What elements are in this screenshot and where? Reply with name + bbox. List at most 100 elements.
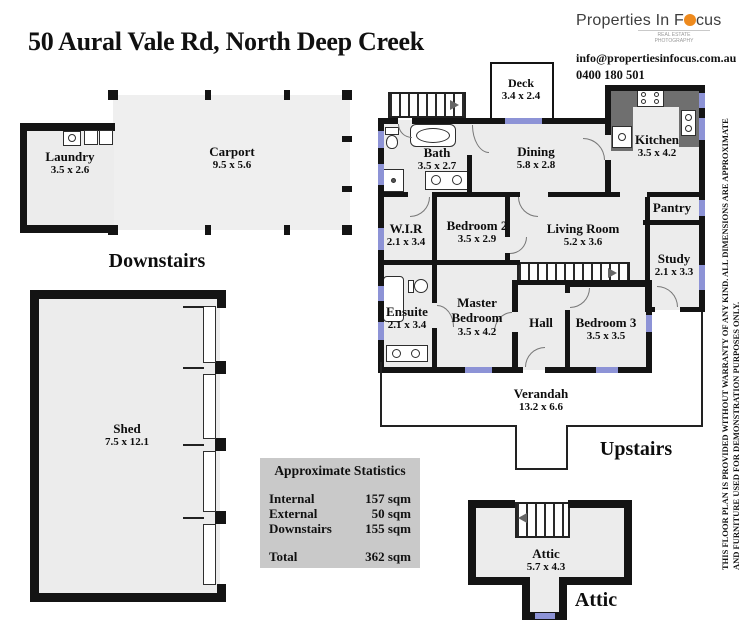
stairs-direction-arrow bbox=[450, 100, 459, 110]
shower-drain-icon bbox=[391, 178, 396, 183]
focus-aperture-icon bbox=[683, 14, 696, 26]
shed-door bbox=[203, 451, 216, 512]
carport-post bbox=[205, 90, 211, 100]
room-dims: 3.5 x 4.2 bbox=[457, 325, 497, 338]
wall bbox=[215, 361, 226, 374]
wall bbox=[605, 85, 611, 135]
room-label-bath: Bath 3.5 x 2.7 bbox=[405, 145, 469, 173]
wall bbox=[645, 197, 650, 312]
room-label-wir: W.I.R 2.1 x 3.4 bbox=[376, 221, 436, 249]
stat-value: 155 sqm bbox=[365, 521, 411, 536]
appliance-knob-icon bbox=[618, 133, 626, 141]
wall bbox=[215, 511, 226, 524]
verandah-outline bbox=[701, 312, 703, 427]
stat-label: Downstairs bbox=[269, 521, 332, 536]
brand-email: info@propertiesinfocus.com.au bbox=[576, 51, 737, 65]
room-label-living: Living Room 5.2 x 3.6 bbox=[540, 221, 626, 249]
wall bbox=[699, 85, 705, 197]
verandah-outline bbox=[380, 362, 382, 427]
wall bbox=[647, 192, 703, 197]
wall bbox=[467, 155, 472, 197]
stairs-direction-arrow bbox=[518, 513, 527, 523]
window bbox=[699, 118, 705, 140]
room-label-deck: Deck 3.4 x 2.4 bbox=[489, 76, 553, 103]
room-dims: 5.2 x 3.6 bbox=[563, 236, 603, 249]
room-dims: 3.5 x 4.2 bbox=[637, 147, 677, 160]
carport-post bbox=[108, 225, 118, 235]
disclaimer-line2: AND FURNITURE USED FOR DEMONSTRATION PUR… bbox=[730, 301, 741, 570]
shed-door-track bbox=[183, 517, 204, 519]
floor-label-upstairs: Upstairs bbox=[599, 438, 673, 460]
room-name: Bath bbox=[423, 145, 451, 160]
room-label-hall: Hall bbox=[529, 315, 553, 330]
wall bbox=[468, 500, 515, 508]
shed-door-track bbox=[183, 367, 204, 369]
room-name: Bedroom 2 bbox=[446, 218, 508, 233]
burner-icon bbox=[641, 92, 646, 97]
sink-icon bbox=[681, 110, 696, 136]
window bbox=[699, 265, 705, 290]
verandah-outline bbox=[566, 425, 703, 427]
room-label-pantry: Pantry bbox=[652, 200, 692, 215]
room-name: Verandah bbox=[513, 386, 569, 401]
window bbox=[378, 322, 384, 340]
room-name: Bedroom 3 bbox=[575, 315, 637, 330]
wall bbox=[512, 283, 518, 312]
room-label-dining: Dining 5.8 x 2.8 bbox=[501, 144, 571, 172]
carport-area bbox=[113, 95, 350, 230]
brand-name-pre: Properties In F bbox=[576, 12, 684, 29]
carport-post bbox=[284, 225, 290, 235]
brand-phone: 0400 180 501 bbox=[576, 68, 645, 82]
wall bbox=[505, 197, 510, 237]
room-name: Laundry bbox=[45, 149, 95, 164]
vanity-sink-icon bbox=[431, 175, 441, 185]
room-name: Study bbox=[657, 251, 691, 266]
stat-row: External 50 sqm bbox=[260, 506, 420, 521]
deck-area bbox=[490, 62, 554, 122]
window bbox=[465, 367, 492, 373]
floor-label-downstairs: Downstairs bbox=[108, 250, 206, 272]
brand-name-post: cus bbox=[695, 12, 722, 29]
wall bbox=[217, 584, 226, 602]
floor-label-attic: Attic bbox=[574, 589, 618, 611]
wall bbox=[605, 85, 705, 91]
wall bbox=[559, 577, 567, 620]
room-label-study: Study 2.1 x 3.3 bbox=[646, 251, 702, 279]
burner-icon bbox=[654, 99, 659, 104]
verandah-steps-outline bbox=[515, 425, 517, 470]
wall bbox=[565, 287, 570, 293]
room-dims: 7.5 x 12.1 bbox=[105, 436, 149, 449]
verandah-steps-outline bbox=[515, 468, 568, 470]
wall bbox=[565, 310, 570, 371]
room-dims: 3.5 x 3.5 bbox=[586, 330, 626, 343]
window bbox=[378, 131, 384, 148]
room-label-shed: Shed 7.5 x 12.1 bbox=[89, 421, 165, 449]
wall bbox=[380, 367, 523, 373]
window bbox=[646, 315, 652, 332]
room-dims: 3.5 x 2.7 bbox=[417, 160, 457, 173]
room-name: Attic bbox=[532, 546, 560, 561]
wall bbox=[567, 577, 632, 585]
stairs-direction-arrow bbox=[608, 268, 617, 278]
page-title: 50 Aural Vale Rd, North Deep Creek bbox=[28, 27, 424, 56]
room-name: Deck bbox=[508, 76, 534, 90]
room-dims: 5.8 x 2.8 bbox=[516, 159, 556, 172]
stat-label: External bbox=[269, 506, 318, 521]
room-label-ensuite: Ensuite 2.1 x 3.4 bbox=[377, 304, 437, 332]
carport-post bbox=[108, 90, 118, 100]
stat-value: 50 sqm bbox=[371, 506, 411, 521]
window bbox=[378, 286, 384, 301]
external-stairs bbox=[388, 92, 466, 118]
wall bbox=[432, 197, 437, 260]
room-label-carport: Carport 9.5 x 5.6 bbox=[194, 144, 270, 172]
room-name: Shed bbox=[113, 421, 141, 436]
room-dims: 2.1 x 3.4 bbox=[387, 319, 427, 332]
room-label-master: Master Bedroom 3.5 x 4.2 bbox=[443, 295, 511, 339]
verandah-outline bbox=[380, 425, 517, 427]
window bbox=[378, 228, 384, 250]
carport-post bbox=[205, 225, 211, 235]
wall bbox=[432, 265, 437, 303]
wall bbox=[378, 118, 398, 124]
